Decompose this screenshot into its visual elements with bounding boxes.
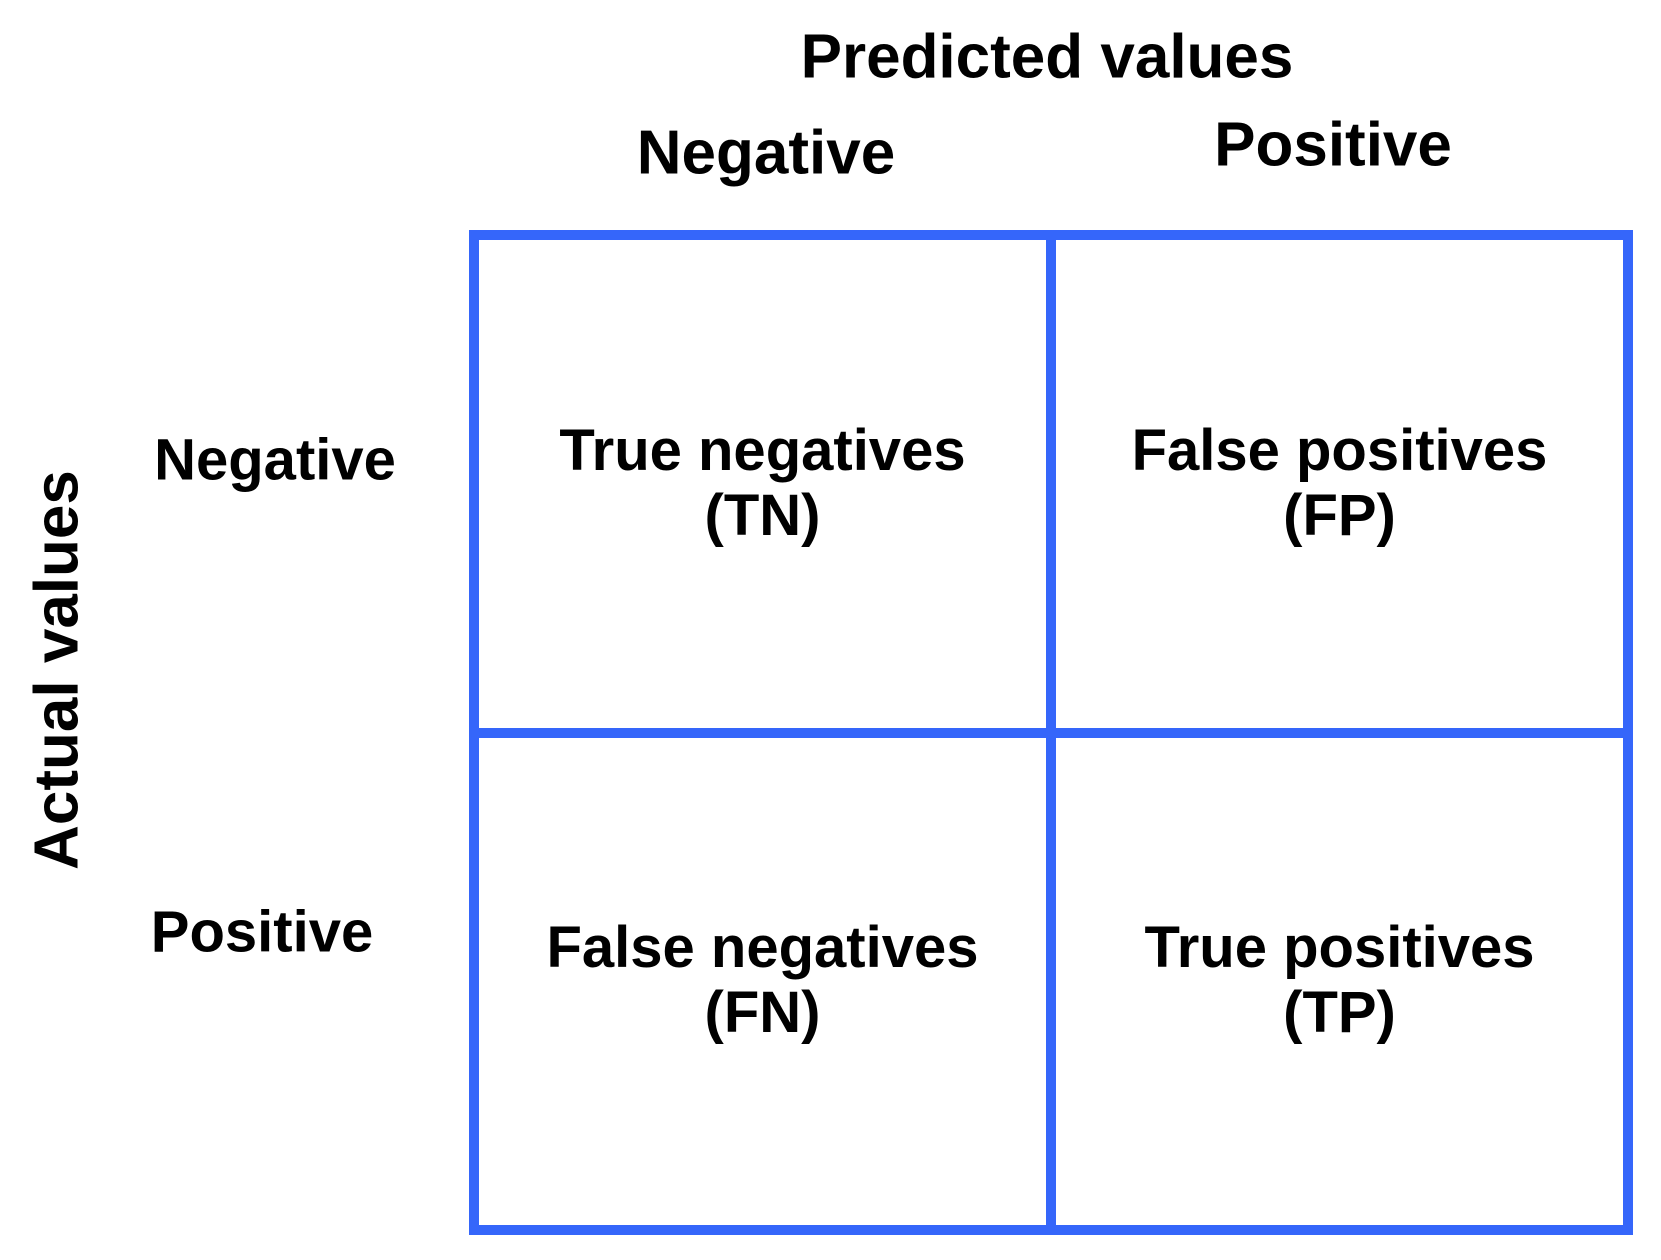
matrix-grid: True negatives (TN) False positives (FP)… <box>469 230 1633 1235</box>
cell-false-positives-abbr: (FP) <box>1283 482 1396 548</box>
predicted-values-axis-title: Predicted values <box>800 22 1294 92</box>
actual-values-axis-title: Actual values <box>22 470 92 870</box>
cell-true-negatives-label: True negatives <box>559 417 966 483</box>
cell-false-positives: False positives (FP) <box>1056 240 1623 728</box>
cell-true-positives: True positives (TP) <box>1056 737 1623 1225</box>
cell-false-negatives-abbr: (FN) <box>704 980 821 1046</box>
cell-true-negatives-abbr: (TN) <box>704 482 821 548</box>
cell-false-positives-label: False positives <box>1131 417 1548 483</box>
cell-true-positives-abbr: (TP) <box>1283 980 1396 1046</box>
column-header-negative: Negative <box>636 118 896 188</box>
row-header-positive: Positive <box>150 899 374 965</box>
cell-false-negatives: False negatives (FN) <box>479 737 1046 1225</box>
cell-true-negatives: True negatives (TN) <box>479 240 1046 728</box>
column-header-positive: Positive <box>1214 110 1452 180</box>
row-header-negative: Negative <box>154 427 396 493</box>
cell-false-negatives-label: False negatives <box>546 915 979 981</box>
cell-true-positives-label: True positives <box>1144 915 1535 981</box>
